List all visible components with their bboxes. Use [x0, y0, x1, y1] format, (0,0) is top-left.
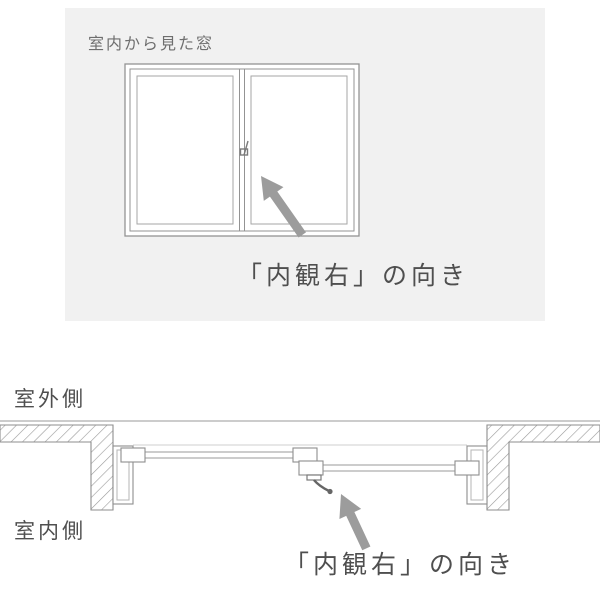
window-lock-handle-icon — [239, 140, 249, 156]
crescent-lock-icon — [306, 474, 333, 495]
window-outer-frame — [124, 63, 360, 237]
direction-arrow-bottom-icon — [339, 494, 371, 551]
inner-sash-section — [298, 460, 480, 476]
outer-sash-section — [120, 447, 318, 463]
outdoor-side-label: 室外側 — [14, 388, 86, 411]
indoor-side-label: 室内側 — [14, 520, 86, 543]
direction-caption-bottom: 「内観右」の向き — [284, 551, 517, 579]
wall-hatch-left — [0, 424, 114, 511]
wall-hatch-right — [486, 424, 600, 511]
left-sash-glass — [136, 75, 234, 225]
direction-caption-top: 「内観右」の向き — [237, 262, 470, 290]
window-section-view — [0, 420, 600, 511]
window-inner-frame — [129, 68, 355, 232]
panel-title: 室内から見た窓 — [88, 36, 215, 53]
direction-arrow-top-icon — [261, 176, 306, 238]
window-front-view — [124, 63, 360, 237]
